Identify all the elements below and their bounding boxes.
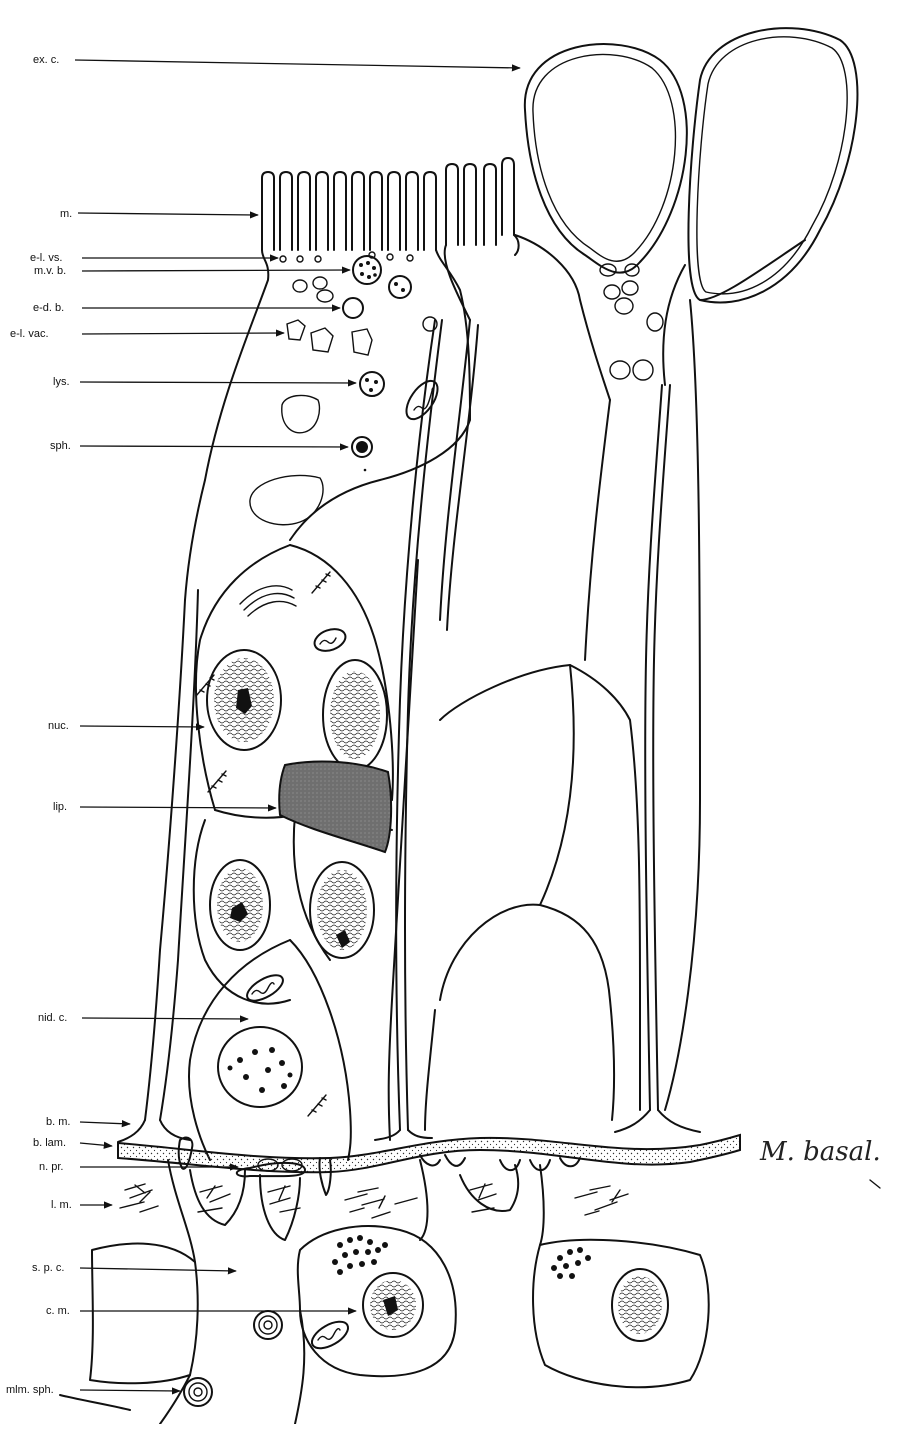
label-cell-membrane: c. m.	[46, 1305, 70, 1317]
label-myelin-spherule: mlm. sph.	[6, 1384, 54, 1396]
multivesicular-body	[353, 256, 411, 298]
nucleus-3	[210, 860, 270, 950]
label-multivesicular-body: m.v. b.	[34, 265, 66, 277]
nucleus-4	[310, 862, 374, 958]
label-exocrine-cell: ex. c.	[33, 54, 59, 66]
nucleus-1	[207, 650, 281, 750]
label-spherule: sph.	[50, 440, 71, 452]
lamina-propria	[120, 1184, 628, 1218]
myelin-spherule-1	[254, 1311, 282, 1339]
label-microvilli: m.	[60, 208, 72, 220]
label-lipid: lip.	[53, 801, 67, 813]
label-nerve-process: n. pr.	[39, 1161, 63, 1173]
nucleus-2	[323, 660, 387, 770]
pen-mark	[870, 1180, 880, 1188]
label-nidus-cell: nid. c.	[38, 1012, 67, 1024]
label-lysosome: lys.	[53, 376, 70, 388]
label-subepithelial-cell: s. p. c.	[32, 1262, 64, 1274]
electron-lucent-vacuoles	[250, 320, 372, 525]
rer-marks	[196, 572, 330, 1116]
cell-nucleus-1	[363, 1273, 423, 1337]
label-lamina-muscle: l. m.	[51, 1199, 72, 1211]
cell-nucleus-2	[612, 1269, 668, 1341]
label-electron-dense-body: e-d. b.	[33, 302, 64, 314]
label-electron-lucent-vacuole: e-l. vac.	[10, 328, 49, 340]
mitochondrion-3	[243, 970, 287, 1006]
myelin-spherule-2	[184, 1378, 212, 1406]
electron-dense-body	[343, 298, 437, 331]
mitochondrion-2	[312, 625, 349, 655]
lysosome	[360, 372, 384, 396]
microvilli	[262, 158, 514, 250]
basal-lamina	[118, 1110, 740, 1172]
lipid-droplet	[279, 761, 391, 852]
cristae	[320, 638, 336, 644]
exocrine-cell	[515, 28, 857, 400]
granules-1	[332, 1235, 388, 1275]
nidus-cell-nucleus	[218, 1027, 302, 1107]
granules-2	[551, 1247, 591, 1279]
label-basement-membrane: b. m.	[46, 1116, 70, 1128]
secretory-granule-cluster	[600, 264, 663, 380]
golgi	[240, 586, 296, 616]
spherule	[352, 437, 372, 471]
right-columnar-cells	[425, 300, 700, 1130]
label-electron-lucent-vesicles: e-l. vs.	[30, 252, 62, 264]
mitochondrion-4	[308, 1316, 353, 1353]
label-nucleus: nuc.	[48, 720, 69, 732]
microvillous-cell	[185, 158, 519, 600]
handwritten-note: M. basal.	[759, 1137, 881, 1167]
label-basal-lamina: b. lam.	[33, 1137, 66, 1149]
